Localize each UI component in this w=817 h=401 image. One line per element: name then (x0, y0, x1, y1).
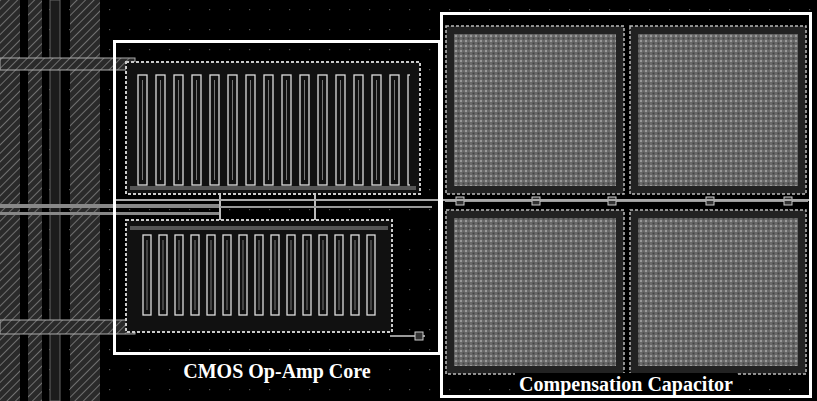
region-outline (113, 40, 441, 355)
metal-wire (113, 199, 812, 201)
capacitor-region: Compensation Capacitor (440, 12, 812, 398)
region-outline: Compensation Capacitor (440, 12, 812, 398)
region-label: Compensation Capacitor (515, 373, 737, 395)
region-label: CMOS Op-Amp Core (113, 360, 441, 382)
op-amp-region: CMOS Op-Amp Core (113, 40, 441, 382)
